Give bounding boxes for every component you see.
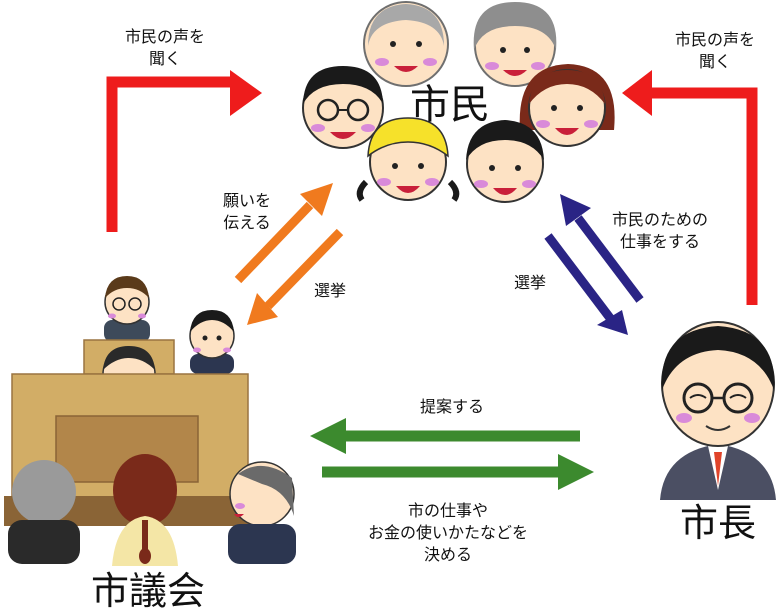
work-label-line1: 市民のための [612,210,708,229]
mayor-figure [660,321,776,500]
mayor-listen-label-line2: 聞く [699,52,731,71]
decide-arrow [322,454,594,490]
decide-label-line2: お金の使いかたなどを [368,523,528,542]
council-chamber [4,276,296,566]
request-label-line2: 伝える [223,213,271,232]
council-label: 市議会 [91,569,205,613]
citizen-woman [519,64,615,147]
citizen-elderly-man [363,1,449,87]
mayor-label: 市長 [680,501,756,545]
election-right-arrow [544,233,628,335]
propose-arrow [310,418,580,454]
council-member-right [189,310,235,374]
citizen-boy [466,120,544,203]
mayor-listen-arrow [622,70,758,305]
audience-man [228,461,296,564]
decide-label-line3: 決める [424,545,472,564]
election-right-label: 選挙 [514,273,546,292]
council-listen-label-line1: 市民の声を [125,27,205,46]
audience-elderly [8,460,80,564]
citizens-label: 市民 [410,82,490,128]
citizen-elderly-woman [473,2,557,87]
citizen-child-hat [356,117,460,202]
citizen-man-glasses [302,66,384,149]
citizens-group [302,1,615,203]
decide-label-line1: 市の仕事や [408,501,488,520]
election-left-label: 選挙 [314,281,346,300]
mayor-listen-label-line1: 市民の声を [675,30,755,49]
audience-woman [112,454,178,566]
council-listen-label-line2: 聞く [149,49,181,68]
request-label-line1: 願いを [223,191,271,210]
council-listen-arrow [106,70,262,232]
work-label-line2: 仕事をする [620,232,700,251]
work-arrow [560,194,644,303]
council-member-top [104,276,150,342]
propose-label: 提案する [420,397,484,416]
election-left-arrow [247,228,344,325]
request-arrow [234,183,333,284]
